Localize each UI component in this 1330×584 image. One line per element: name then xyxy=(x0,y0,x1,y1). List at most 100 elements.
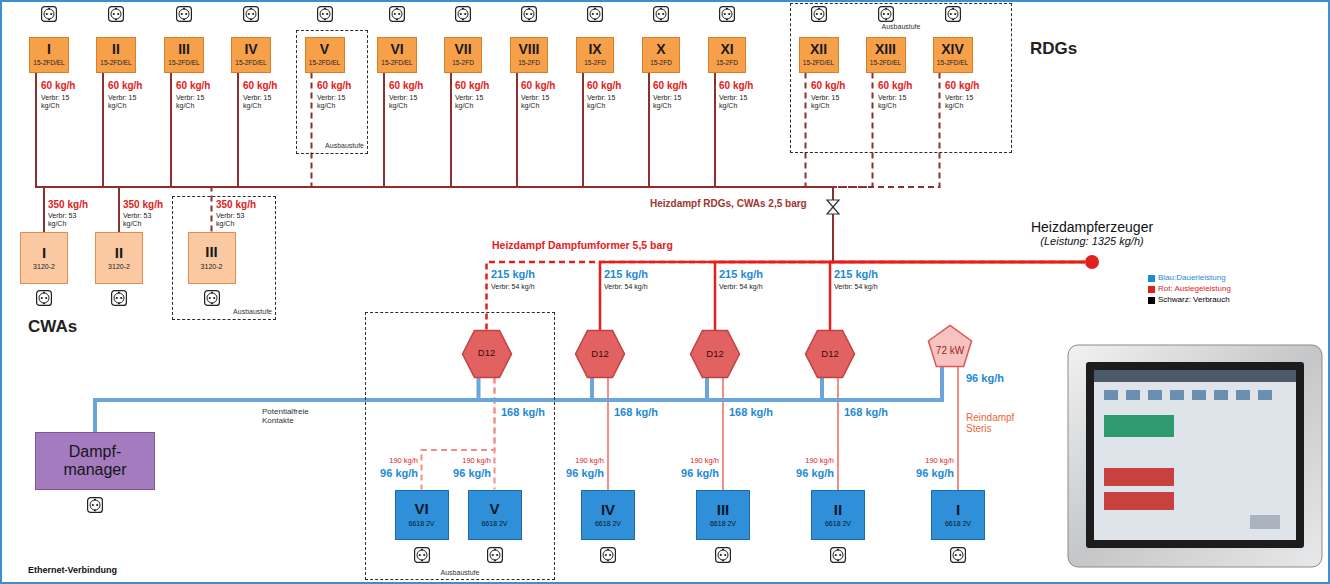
socket-symbol xyxy=(879,7,894,22)
washer-disinfector-box: XIII15-2FD/EL xyxy=(866,37,906,73)
verbr-label: Verbr: 54 kg/h xyxy=(491,283,535,291)
steam-converter-hexagon: D12 xyxy=(575,330,625,378)
unit-number: VII xyxy=(454,42,471,57)
shape-fill xyxy=(691,330,740,377)
pipe-connector xyxy=(607,378,609,490)
rate-blue-label: 96 kg/h xyxy=(453,467,491,479)
socket-symbol xyxy=(37,291,52,306)
washer-disinfector-box: XI15-2FD xyxy=(708,37,746,73)
power-label: 72 kW xyxy=(936,345,964,356)
model-label: 15-2FD/EL xyxy=(33,59,64,66)
unit-number: XII xyxy=(810,42,827,57)
steam-converter-hexagon: D12 xyxy=(462,330,512,378)
verbr-label: Verbr: 54 kg/h xyxy=(604,283,648,291)
pipe-connector xyxy=(451,73,1085,262)
pipe-connector xyxy=(103,73,1085,262)
screen-tile xyxy=(1258,390,1272,400)
pipe-connector xyxy=(312,73,1086,263)
screen-button xyxy=(1250,515,1280,529)
unit-number: IV xyxy=(601,502,615,519)
unit-number: III xyxy=(205,244,218,261)
electric-steam-generator: 72 kW xyxy=(928,325,972,367)
screen-button xyxy=(1104,415,1174,437)
rein-label: Reindampf Steris xyxy=(966,412,1022,434)
washer-disinfector-box: I 15-2FD/EL xyxy=(29,37,69,73)
pipe-connector xyxy=(600,262,1085,330)
unit-number: XIII xyxy=(875,42,896,57)
eth-label: Ethernet-Verbindung xyxy=(28,566,117,576)
rate-blue-label: 168 kg/h xyxy=(729,406,773,418)
socket-symbol xyxy=(488,548,503,563)
washer-disinfector-box: VI15-2FD/EL xyxy=(377,37,417,73)
line-5-label: Heizdampf Dampfumformer 5,5 barg xyxy=(492,240,673,252)
rate-red-label: 60 kg/h xyxy=(653,80,687,91)
stage-label: Ausbaustufe xyxy=(366,569,554,577)
rate-blue-label: 96 kg/h xyxy=(966,372,1004,384)
sterilizer-box: IV6618 2V xyxy=(581,490,635,540)
rate-blue-label: 215 kg/h xyxy=(604,268,648,280)
model-label: 6618 2V xyxy=(595,520,621,528)
socket-symbol xyxy=(716,548,731,563)
pipe-connector xyxy=(715,262,1085,330)
socket-symbol xyxy=(109,7,124,22)
model-label: 15-2FD/EL xyxy=(937,59,968,66)
screen-tile xyxy=(1236,390,1250,400)
rate-red-label: 60 kg/h xyxy=(455,80,489,91)
unit-number: IX xyxy=(588,42,601,57)
steam-converter-hexagon: D12 xyxy=(690,330,740,378)
rate-red-label: 60 kg/h xyxy=(389,80,423,91)
valve-symbol xyxy=(827,200,839,207)
cart-washer-box: III 3120-2 xyxy=(188,232,236,284)
verbr-label: Verbr: 15 kg/Ch xyxy=(945,94,981,109)
generator-dot xyxy=(1085,255,1099,269)
unit-number: I xyxy=(47,42,51,57)
panel-frame xyxy=(1068,345,1322,567)
shape-fill xyxy=(806,330,855,377)
model-label: 6618 2V xyxy=(825,520,851,528)
touchscreen-photo xyxy=(1068,345,1322,567)
legend-entry: Blau:Dauerleistung xyxy=(1148,274,1226,283)
rate-red-label: 60 kg/h xyxy=(945,80,979,91)
verbr-label: Verbr: 15 kg/Ch xyxy=(719,94,755,109)
verbr-label: Verbr: 15 kg/Ch xyxy=(41,94,77,109)
socket-symbol xyxy=(720,7,735,22)
rate-blue-label: 168 kg/h xyxy=(501,406,545,418)
rate-blue-label: 96 kg/h xyxy=(916,467,954,479)
rate-red-label: 60 kg/h xyxy=(317,80,351,91)
socket-symbol xyxy=(205,291,220,306)
screen-header xyxy=(1094,370,1296,382)
pipe-connector xyxy=(494,378,496,490)
unit-number: II xyxy=(834,502,842,519)
model-label: 3120-2 xyxy=(201,263,223,271)
rate-red-s-label: 190 kg/h xyxy=(389,457,418,465)
note-label: Potentialfreie Kontakte xyxy=(262,408,334,426)
cart-washer-box: I3120-2 xyxy=(20,232,68,284)
pipe-connector xyxy=(487,262,1086,330)
unit-number: VIII xyxy=(518,42,539,57)
pipe-connector xyxy=(95,378,822,432)
unit-number: XIV xyxy=(941,42,964,57)
sterilizer-box: II6618 2V xyxy=(811,490,865,540)
shape-fill xyxy=(576,330,625,377)
legend-text: Rot: Auslegeleistung xyxy=(1158,285,1231,294)
steam-manager-box: Dampf-manager xyxy=(35,432,155,490)
socket-symbol xyxy=(951,548,966,563)
model-label: 15-2FD/EL xyxy=(309,59,340,66)
model-label: 15-2FD xyxy=(584,59,606,66)
pipe-connector xyxy=(422,378,495,490)
unit-number: VI xyxy=(390,42,403,57)
screen-tile xyxy=(1170,390,1184,400)
group-title-label: RDGs xyxy=(1030,40,1077,59)
screen-tile xyxy=(1126,390,1140,400)
rate-red-label: 60 kg/h xyxy=(719,80,753,91)
unit-number: II xyxy=(112,42,120,57)
model-label: 6618 2V xyxy=(481,520,507,528)
rate-blue-label: 96 kg/h xyxy=(681,467,719,479)
pipe-connector xyxy=(830,262,1085,330)
verbr-label: Verbr: 15 kg/Ch xyxy=(455,94,491,109)
rate-red-label: 60 kg/h xyxy=(587,80,621,91)
rate-blue-label: 96 kg/h xyxy=(380,467,418,479)
steam-generator: Heizdampferzeuger(Leistung: 1325 kg/h) xyxy=(1012,220,1172,269)
rate-red-s-label: 190 kg/h xyxy=(575,457,604,465)
